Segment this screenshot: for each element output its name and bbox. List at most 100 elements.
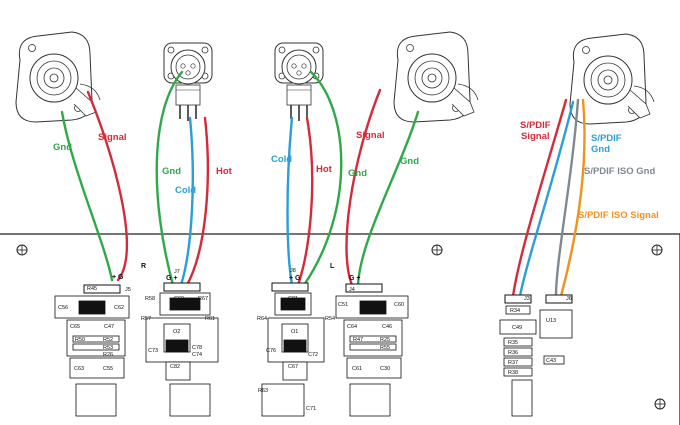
label-xlr-r-hot: Hot (216, 166, 233, 177)
svg-text:R35: R35 (508, 340, 518, 346)
label-spdif-signal-2: Signal (521, 131, 550, 142)
pcb-components-spdif (499, 305, 573, 417)
wire-xlr-r-gnd (155, 70, 184, 287)
wires (60, 70, 586, 298)
svg-text:C81: C81 (288, 296, 298, 302)
svg-text:R38: R38 (508, 370, 518, 376)
wire-rca-l-signal (345, 88, 382, 287)
label-rca-l-gnd: Gnd (400, 156, 419, 167)
connector-j5: J5 (125, 287, 131, 293)
label-rca-r-signal: Signal (98, 132, 127, 143)
svg-text:R58: R58 (145, 296, 155, 302)
label-rca-l-signal: Signal (356, 130, 385, 141)
rca-jack-left-icon (393, 31, 479, 123)
pcb-labels-l: C81 R64 R54 O1 C76 C72 C67 R63 C71 C51 C… (257, 296, 404, 412)
svg-text:C43: C43 (546, 358, 556, 364)
svg-text:C47: C47 (104, 324, 114, 330)
label-spdif-gnd-1: S/PDIF (591, 133, 622, 144)
pcb-components-r (54, 292, 219, 417)
connector-j4: J4 (349, 287, 355, 293)
wire-rca-r-gnd (60, 110, 114, 282)
label-rca-r-gnd: Gnd (53, 142, 72, 153)
svg-text:R45: R45 (87, 286, 97, 292)
rca-jack-right-icon (15, 31, 101, 123)
svg-text:C73: C73 (148, 348, 158, 354)
connector-j7: J7 (174, 269, 180, 275)
svg-text:R52: R52 (103, 337, 113, 343)
svg-text:C62: C62 (114, 305, 124, 311)
svg-text:R34: R34 (510, 308, 520, 314)
wire-xlr-r-cold (179, 116, 194, 287)
connector-j6: J6 (566, 296, 572, 302)
svg-text:C65: C65 (70, 324, 80, 330)
pin-mark-j7: G + (166, 275, 177, 282)
svg-text:C78: C78 (192, 345, 202, 351)
svg-text:O2: O2 (173, 329, 180, 335)
channel-label-l: L (330, 263, 335, 270)
xlr-jack-left-icon (274, 42, 324, 122)
svg-text:R64: R64 (257, 316, 267, 322)
svg-text:R26: R26 (103, 352, 113, 358)
pcb-components-l (261, 292, 409, 417)
svg-text:R37: R37 (508, 360, 518, 366)
wire-labels: Gnd Signal Gnd Cold Hot Cold Hot Gnd Sig… (53, 120, 659, 221)
label-spdif-gnd-2: Gnd (591, 144, 610, 155)
svg-text:C74: C74 (192, 352, 202, 358)
label-spdif-signal-1: S/PDIF (520, 120, 551, 131)
wire-spdif-iso-gnd (554, 98, 580, 298)
label-xlr-r-gnd: Gnd (162, 166, 181, 177)
svg-text:O1: O1 (291, 329, 298, 335)
pcb-board (0, 233, 680, 425)
wire-xlr-l-cold (286, 116, 294, 287)
label-xlr-l-cold: Cold (271, 154, 292, 165)
svg-text:C64: C64 (347, 324, 357, 330)
svg-text:R67: R67 (198, 296, 208, 302)
svg-text:C49: C49 (512, 325, 522, 331)
connector-j3: J3 (524, 296, 530, 302)
svg-text:C69: C69 (174, 296, 184, 302)
svg-text:R57: R57 (141, 316, 151, 322)
svg-text:C82: C82 (170, 364, 180, 370)
connector-j8: J8 (290, 268, 296, 274)
xlr-jack-right-icon (163, 42, 213, 122)
wire-spdif-gnd (518, 100, 575, 298)
wire-spdif-iso-signal (559, 98, 586, 298)
pcb-connectors: R L + G G + + G G + J5 J7 J8 J4 J3 J6 (83, 263, 573, 304)
wire-xlr-r-hot (185, 116, 210, 287)
svg-text:R55: R55 (380, 345, 390, 351)
svg-text:R36: R36 (508, 350, 518, 356)
wire-xlr-l-hot (296, 116, 314, 287)
svg-text:R54: R54 (325, 316, 335, 322)
svg-text:C30: C30 (380, 366, 390, 372)
svg-text:C67: C67 (288, 364, 298, 370)
svg-text:U13: U13 (546, 318, 556, 324)
svg-text:C63: C63 (74, 366, 84, 372)
svg-text:C76: C76 (266, 348, 276, 354)
label-spdif-iso-gnd: S/PDIF ISO Gnd (584, 166, 655, 177)
pin-mark-j8: + G (289, 275, 301, 282)
svg-text:R61: R61 (205, 316, 215, 322)
pcb-labels-spdif: R34 C49 U13 C43 R35 R36 R37 R38 (508, 308, 556, 376)
svg-text:R63: R63 (258, 388, 268, 394)
pcb-labels-r: C56 C62 C65 C47 R45 R50 R52 R53 R26 C63 … (58, 286, 215, 372)
wire-rca-l-gnd (356, 110, 420, 287)
svg-text:C46: C46 (382, 324, 392, 330)
svg-text:C61: C61 (352, 366, 362, 372)
pin-mark-j4: G + (349, 275, 360, 282)
svg-text:C56: C56 (58, 305, 68, 311)
svg-text:C60: C60 (394, 302, 404, 308)
label-xlr-l-hot: Hot (316, 164, 333, 175)
svg-text:C72: C72 (308, 352, 318, 358)
svg-text:C51: C51 (338, 302, 348, 308)
svg-text:R47: R47 (353, 337, 363, 343)
wire-spdif-signal (511, 98, 568, 298)
label-xlr-r-cold: Cold (175, 185, 196, 196)
channel-label-r: R (141, 263, 146, 270)
label-xlr-l-gnd: Gnd (348, 168, 367, 179)
svg-text:R25: R25 (380, 337, 390, 343)
label-spdif-iso-signal: S/PDIF ISO Signal (578, 210, 659, 221)
svg-text:C55: C55 (103, 366, 113, 372)
svg-text:C71: C71 (306, 406, 316, 412)
